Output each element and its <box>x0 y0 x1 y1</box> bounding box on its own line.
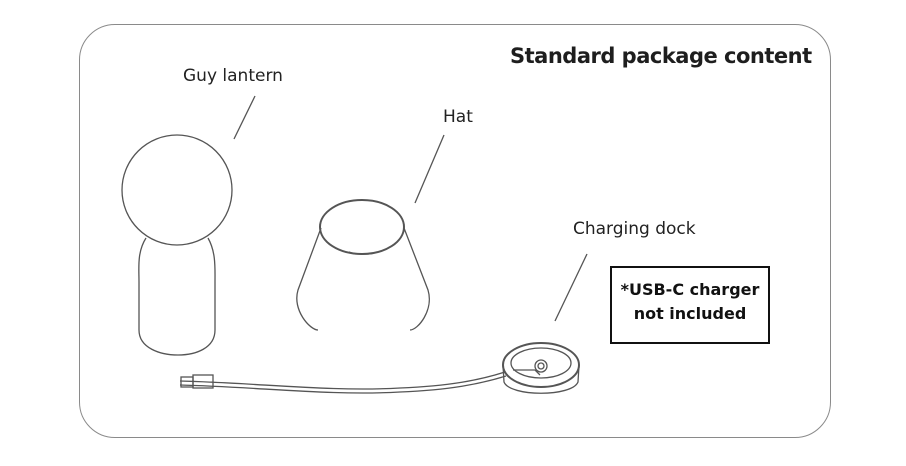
lantern-head <box>121 134 233 246</box>
lantern-body <box>138 237 216 356</box>
page-title: Standard package content <box>510 44 812 68</box>
package-frame <box>79 24 831 438</box>
hat-drawing <box>296 134 445 331</box>
charger-note: *USB-C charger not included <box>610 266 770 344</box>
lantern-leader-line <box>233 95 256 140</box>
hat-leader-line <box>414 134 445 204</box>
charger-note-line2: not included <box>633 304 747 323</box>
dock-leader-line <box>554 253 588 322</box>
label-guy-lantern: Guy lantern <box>183 66 283 86</box>
label-charging-dock: Charging dock <box>573 219 696 239</box>
charging-dock-drawing <box>179 253 588 394</box>
guy-lantern-drawing <box>121 95 256 356</box>
label-hat: Hat <box>443 107 473 127</box>
charger-note-line1: *USB-C charger <box>620 280 760 299</box>
